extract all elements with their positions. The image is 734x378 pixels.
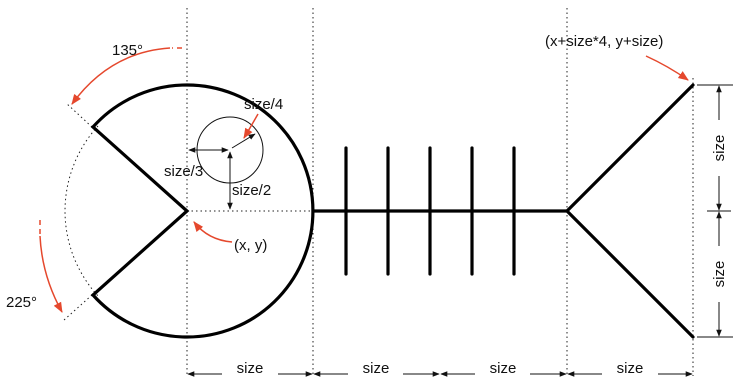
tail-point-label: (x+size*4, y+size)	[545, 33, 663, 50]
right-dimensions	[697, 84, 733, 338]
radial-225-extension	[63, 294, 93, 321]
tail-point-pointer	[645, 55, 689, 81]
eye-offset-y-label: size/2	[232, 182, 271, 199]
size-right-top-label: size	[711, 135, 728, 162]
angle-bottom-label: 225°	[6, 294, 37, 311]
eye-radius-label: size/4	[244, 96, 283, 113]
fish-head	[90, 83, 315, 339]
fish-ribs	[344, 146, 516, 276]
eye-radius-arrow	[231, 133, 256, 149]
fish-tail	[564, 83, 695, 339]
angle-top-label: 135°	[112, 42, 143, 59]
mouth-arc-guide	[64, 125, 99, 297]
size-bottom-1-label: size	[237, 360, 264, 377]
origin-pointer	[193, 221, 233, 243]
size-bottom-3-label: size	[490, 360, 517, 377]
size-bottom-4-label: size	[617, 360, 644, 377]
angle-top-arrow	[71, 47, 171, 105]
radial-135-extension	[65, 102, 93, 128]
eye-radius-pointer	[243, 113, 259, 139]
annotation-arrows	[39, 47, 689, 313]
size-right-bottom-label: size	[711, 261, 728, 288]
origin-label: (x, y)	[234, 237, 267, 254]
vertical-guides	[186, 8, 694, 376]
size-bottom-2-label: size	[363, 360, 390, 377]
eye-offset-x-label: size/3	[164, 163, 203, 180]
angle-bottom-arrow	[39, 235, 63, 313]
